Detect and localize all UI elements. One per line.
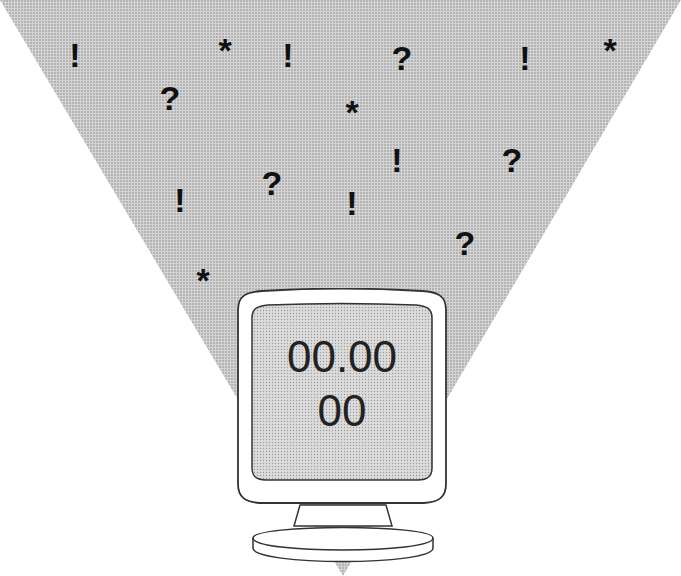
symbol-mark: ! bbox=[346, 186, 357, 220]
monitor-glass bbox=[252, 304, 432, 481]
screen-readout: 00.00 00 bbox=[277, 330, 407, 438]
symbol-mark: ? bbox=[455, 226, 476, 260]
symbol-mark: ! bbox=[69, 38, 80, 72]
symbol-mark: * bbox=[218, 33, 231, 67]
symbol-mark: ? bbox=[502, 143, 523, 177]
monitor-stand bbox=[253, 505, 433, 562]
symbol-mark: ! bbox=[282, 38, 293, 72]
symbol-mark: * bbox=[196, 263, 209, 297]
monitor-screen: 00.00 00 bbox=[232, 288, 452, 510]
symbol-mark: ? bbox=[262, 166, 283, 200]
monitor-bezel bbox=[238, 289, 446, 503]
symbol-mark: ? bbox=[392, 41, 413, 75]
symbol-mark: ? bbox=[160, 81, 181, 115]
symbol-mark: * bbox=[345, 95, 358, 129]
symbol-mark: ! bbox=[519, 41, 530, 75]
symbol-mark: ! bbox=[174, 183, 185, 217]
symbol-mark: * bbox=[603, 33, 616, 67]
symbol-mark: ! bbox=[391, 143, 402, 177]
